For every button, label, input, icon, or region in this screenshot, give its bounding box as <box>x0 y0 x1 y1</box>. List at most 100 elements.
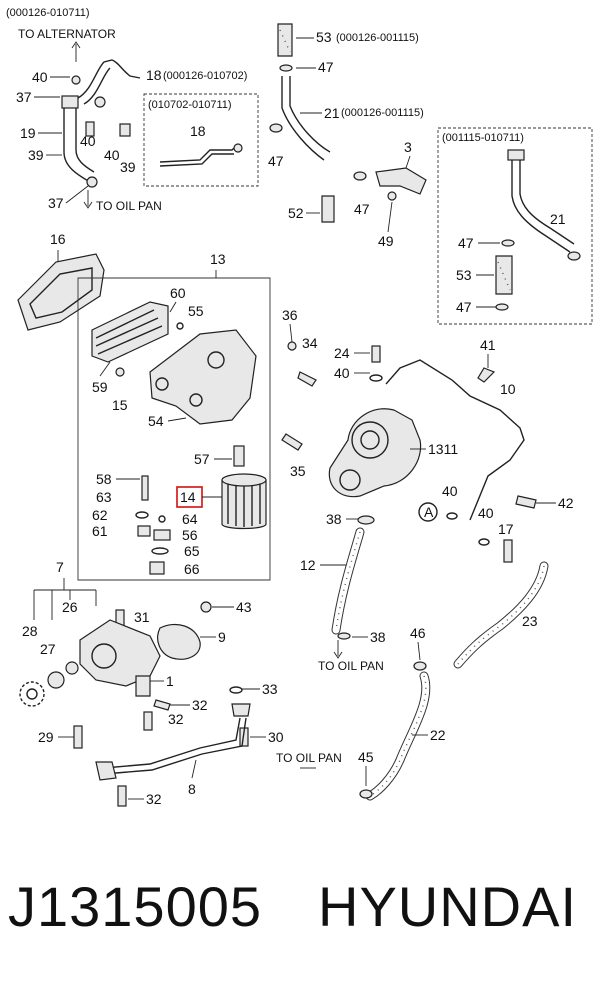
part-label: 52 <box>288 205 304 221</box>
reference-a-label: A <box>424 504 434 520</box>
part-label: 46 <box>410 625 426 641</box>
part-label: 49 <box>378 233 394 249</box>
hose-22 <box>365 671 431 801</box>
part-label: 16 <box>50 231 66 247</box>
part-label: 60 <box>170 285 186 301</box>
part-label: 40 <box>80 133 96 149</box>
part-label: 62 <box>92 507 108 523</box>
part-label: 35 <box>290 463 306 479</box>
part-label: 42 <box>558 495 574 511</box>
part-label: 10 <box>500 381 516 397</box>
turbo-return-group: 53 (000126-001115) 47 21 (000126-001115)… <box>268 23 427 249</box>
part-label: 18 <box>146 67 162 83</box>
part-label: 61 <box>92 523 108 539</box>
assembly-box-13 <box>77 277 271 581</box>
part-label: 32 <box>192 697 208 713</box>
parts-diagram: (000126-010711) TO ALTERNATOR TO OIL PAN… <box>6 7 593 807</box>
part-label: 40 <box>442 483 458 499</box>
part-label: 27 <box>40 641 56 657</box>
part-label: 7 <box>56 559 64 575</box>
part-label: 32 <box>168 711 184 727</box>
oil-hose-19 <box>63 108 91 183</box>
part-label: 40 <box>478 505 494 521</box>
part-label: 3 <box>404 139 412 155</box>
part-label: 37 <box>16 89 32 105</box>
variant-box-010702 <box>143 93 259 187</box>
hose-53-alt <box>495 255 513 295</box>
to-oil-pan-note-2: TO OIL PAN <box>318 659 384 673</box>
hose-53 <box>277 23 293 57</box>
footer: J1315005 HYUNDAI <box>0 862 600 972</box>
part-label: 41 <box>480 337 496 353</box>
code-note-18: (000126-010702) <box>163 70 247 82</box>
part-label: 31 <box>134 609 150 625</box>
brand-name: HYUNDAI <box>318 875 578 938</box>
part-label: 53 <box>456 267 472 283</box>
part-label: 21 <box>324 105 340 121</box>
part-label: 34 <box>302 335 318 351</box>
part-label: 37 <box>48 195 64 211</box>
part-label: 59 <box>92 379 108 395</box>
part-label: 45 <box>358 749 374 765</box>
sprocket-28 <box>19 681 45 707</box>
strainer-9 <box>157 623 201 660</box>
part-label: 40 <box>32 69 48 85</box>
oil-feed-pipe-10 <box>385 359 525 521</box>
oil-feed-group: (000126-010711) TO ALTERNATOR TO OIL PAN… <box>6 7 259 213</box>
turbocharger <box>328 408 422 498</box>
pipe-21 <box>281 76 325 161</box>
part-label: 63 <box>96 489 112 505</box>
return-hoses: 12 38 TO OIL PAN 23 46 22 TO OIL PAN 45 <box>276 527 549 801</box>
part-label: 30 <box>268 729 284 745</box>
part-label: 53 <box>316 29 332 45</box>
part-label: 26 <box>62 599 78 615</box>
part-label: 47 <box>268 153 284 169</box>
code-note-box-010702: (010702-010711) <box>148 99 232 111</box>
nipple-57 <box>233 445 245 467</box>
part-label: 36 <box>282 307 298 323</box>
part-label: 55 <box>188 303 204 319</box>
to-oil-pan-note-3: TO OIL PAN <box>276 751 342 765</box>
part-code: J1315005 <box>8 875 263 938</box>
part-label: 40 <box>334 365 350 381</box>
oil-pipe-18-alt <box>159 143 239 163</box>
turbocharger-group: 36 34 35 24 40 41 10 1311 40 42 A 40 <box>281 307 574 563</box>
part-label: 47 <box>318 59 334 75</box>
code-note-21: (000126-001115) <box>341 107 424 119</box>
part-label: 54 <box>148 413 164 429</box>
part-label: 47 <box>458 235 474 251</box>
part-label: 24 <box>334 345 350 361</box>
part-label: 57 <box>194 451 210 467</box>
part-label: 12 <box>300 557 316 573</box>
top-code-note: (000126-010711) <box>6 7 90 19</box>
part-label: 21 <box>550 211 566 227</box>
part-label: 15 <box>112 397 128 413</box>
part-label: 43 <box>236 599 252 615</box>
code-note-box-001115: (001115-010711) <box>442 132 524 144</box>
part-label: 1311 <box>428 441 458 457</box>
part-label: 28 <box>22 623 38 639</box>
oil-filter-assembly: 16 13 60 55 59 15 54 57 14 5 <box>17 231 271 581</box>
part-label: 32 <box>146 791 162 807</box>
code-note-53: (000126-001115) <box>336 32 419 44</box>
part-label: 66 <box>184 561 200 577</box>
part-label: 47 <box>354 201 370 217</box>
pipe-21-alt <box>511 156 571 253</box>
alternator-arrowhead <box>71 41 81 49</box>
part-label: 58 <box>96 471 112 487</box>
part-label: 39 <box>120 159 136 175</box>
part-label: 17 <box>498 521 514 537</box>
part-label: 38 <box>370 629 386 645</box>
oil-pump-group: 7 26 31 43 28 27 9 1 33 32 32 29 30 <box>19 559 284 807</box>
part-label: 23 <box>522 613 538 629</box>
variant-box-001115: (001115-010711) 21 47 53 47 <box>437 127 593 325</box>
part-label: 8 <box>188 781 196 797</box>
part-label: 39 <box>28 147 44 163</box>
hose-3 <box>375 167 427 195</box>
part-label: 38 <box>326 511 342 527</box>
part-label: 65 <box>184 543 200 559</box>
to-oil-pan-note-1: TO OIL PAN <box>96 199 162 213</box>
oil-cooler <box>91 301 169 363</box>
part-label: 9 <box>218 629 226 645</box>
part-label: 13 <box>210 251 226 267</box>
